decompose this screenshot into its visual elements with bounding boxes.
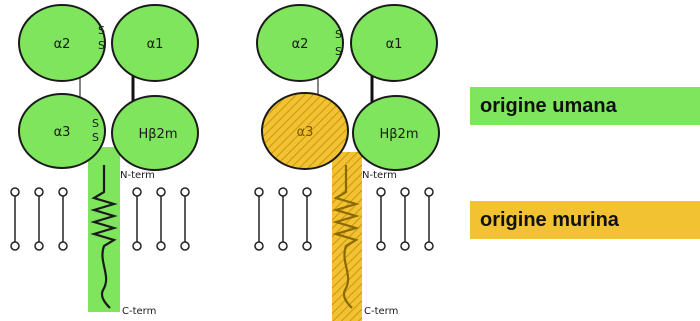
transmembrane-helix <box>90 165 118 309</box>
legend-murine-origin: origine murina <box>470 201 700 239</box>
legend-murine-label: origine murina <box>480 209 619 231</box>
disulfide-s: S <box>335 28 342 41</box>
alpha3-label: α3 <box>297 125 314 140</box>
n-term-label: N-term <box>120 170 155 181</box>
alpha3-label: α3 <box>54 125 71 140</box>
c-term-label: C-term <box>122 306 156 317</box>
molecule-chimeric: α2 α1 α3 Hβ2m S S N-term C-te <box>254 4 440 321</box>
beta2m-label: Hβ2m <box>379 127 418 142</box>
alpha2-domain <box>256 4 344 82</box>
alpha2-label: α2 <box>54 37 71 52</box>
alpha3-domain-murine <box>261 92 349 170</box>
c-term-label: C-term <box>364 306 398 317</box>
disulfide-s: S <box>335 45 342 58</box>
alpha2-label: α2 <box>292 37 309 52</box>
molecule-human: α2 α1 α3 Hβ2m S S S S N-term <box>10 4 199 317</box>
alpha3-domain <box>18 93 106 169</box>
transmembrane-helix <box>332 165 360 309</box>
alpha1-domain <box>111 4 199 82</box>
beta2m-domain <box>352 95 440 171</box>
alpha2-domain <box>18 4 106 82</box>
alpha1-label: α1 <box>386 37 403 52</box>
legend-human-origin: origine umana <box>470 87 700 125</box>
alpha1-domain <box>350 4 438 82</box>
disulfide-s: S <box>92 117 99 130</box>
disulfide-s: S <box>98 39 105 52</box>
beta2m-label: Hβ2m <box>138 127 177 142</box>
beta2m-domain <box>111 95 199 171</box>
disulfide-s: S <box>98 24 105 37</box>
disulfide-s: S <box>92 131 99 144</box>
alpha1-label: α1 <box>147 37 164 52</box>
legend-human-label: origine umana <box>480 95 617 117</box>
n-term-label: N-term <box>362 170 397 181</box>
